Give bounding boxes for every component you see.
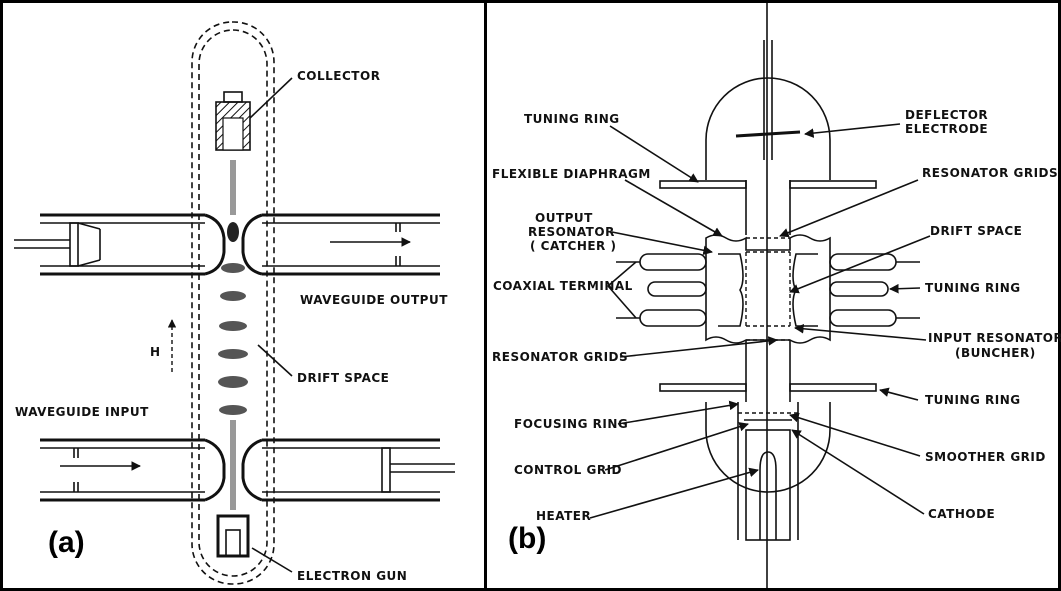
tuning-ring-bot-right — [789, 383, 877, 392]
output-resonator-label-1: OUTPUT — [535, 211, 593, 225]
deflector-label-1: DEFLECTOR — [905, 108, 988, 122]
panel-b-leaders — [589, 123, 931, 519]
coaxial-terminals — [616, 253, 920, 327]
input-resonator-label-2: (BUNCHER) — [955, 346, 1036, 360]
electron-bunches — [218, 160, 248, 510]
electron-gun-shape — [216, 514, 250, 558]
flexible-diaphragm-label: FLEXIBLE DIAPHRAGM — [492, 167, 651, 181]
collector-shape — [215, 91, 251, 151]
waveguide-output-label: WAVEGUIDE OUTPUT — [300, 293, 448, 307]
waveguide-input-label: WAVEGUIDE INPUT — [15, 405, 149, 419]
bottom-bulb — [705, 402, 831, 493]
deflector-electrode-shape — [735, 130, 801, 138]
deflector-label-2: ELECTRODE — [905, 122, 988, 136]
panel-b-tag: (b) — [508, 522, 546, 555]
panel-b: TUNING RING DEFLECTOR ELECTRODE FLEXIBLE… — [492, 3, 1061, 588]
tuning-ring-top-right — [789, 180, 877, 189]
top-dome — [705, 77, 831, 180]
tuning-ring-bot-label: TUNING RING — [925, 393, 1021, 407]
electron-gun-label: ELECTRON GUN — [297, 569, 407, 583]
output-resonator-label-3: ( CATCHER ) — [530, 239, 616, 253]
h-label: H — [150, 345, 161, 359]
waveguide-input-structure — [40, 438, 455, 502]
tuning-ring-mid-label: TUNING RING — [925, 281, 1021, 295]
focusing-ring-label: FOCUSING RING — [514, 417, 628, 431]
smoother-grid-label: SMOOTHER GRID — [925, 450, 1046, 464]
tube-envelope-inner — [198, 29, 268, 577]
panel-a: H COLLECTOR WAVEGUIDE OUTPUT DRIFT SPACE… — [14, 21, 455, 585]
tube-envelope-outer — [191, 21, 275, 585]
cathode-shape — [745, 429, 791, 541]
collector-label: COLLECTOR — [297, 69, 380, 83]
tuning-ring-bot-left — [659, 383, 747, 392]
drift-space-b-label: DRIFT SPACE — [930, 224, 1022, 238]
panel-divider — [484, 0, 487, 591]
resonator-body — [705, 234, 831, 344]
tuning-ring-top-label: TUNING RING — [524, 112, 620, 126]
waveguide-output-structure — [14, 213, 440, 276]
resonator-grids-bot-label: RESONATOR GRIDS — [492, 350, 628, 364]
resonator-grids-top-label: RESONATOR GRIDS — [922, 166, 1058, 180]
output-resonator-label-2: RESONATOR — [528, 225, 615, 239]
coaxial-terminal-label: COAXIAL TERMINAL — [493, 279, 633, 293]
drift-space-label: DRIFT SPACE — [297, 371, 389, 385]
tuning-ring-top-left — [659, 180, 747, 189]
input-resonator-label-1: INPUT RESONATOR — [928, 331, 1061, 345]
panel-a-tag: (a) — [48, 526, 85, 559]
control-grid-label: CONTROL GRID — [514, 463, 622, 477]
heater-label: HEATER — [536, 509, 591, 523]
heater-shape — [759, 451, 777, 540]
cathode-label: CATHODE — [928, 507, 995, 521]
